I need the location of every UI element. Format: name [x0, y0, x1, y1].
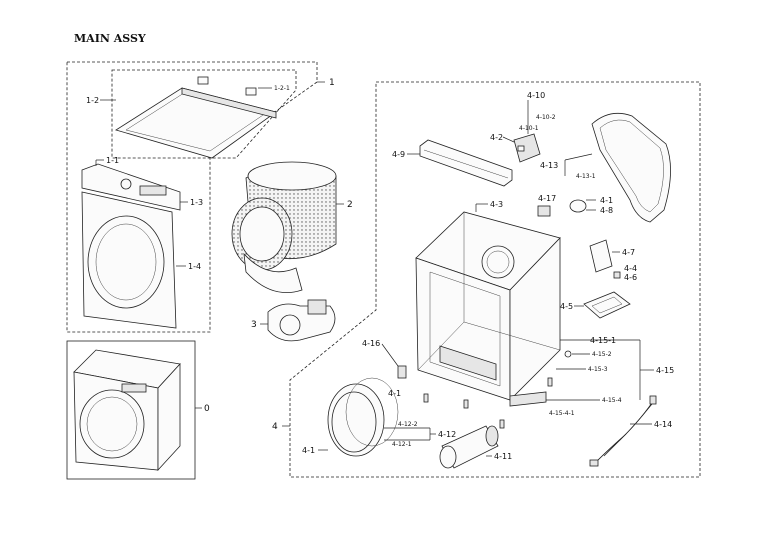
sensor-4-8-part [569, 199, 587, 213]
callout-1-2: 1-2 [86, 96, 99, 105]
callout-4-13: 4-13 [540, 161, 558, 170]
callout-4-3: 4-3 [490, 200, 503, 209]
door-ring-part [327, 377, 399, 457]
exhaust-pipe-part [439, 425, 499, 469]
callout-4-6: 4-6 [624, 273, 637, 282]
clip-4-16-part [397, 365, 407, 379]
callout-4-10: 4-10 [527, 91, 545, 100]
callout-4-12-1: 4-12-1 [392, 441, 412, 448]
duct-housing-part [591, 112, 671, 223]
callout-0: 0 [204, 404, 210, 414]
top-cover-part [115, 76, 277, 159]
callout-4-15: 4-15 [656, 366, 674, 375]
callout-1-1: 1-1 [106, 156, 119, 165]
screws-part [423, 377, 553, 429]
drum-part [231, 161, 337, 293]
control-panel-part [81, 163, 181, 211]
assembled-dryer-part [73, 349, 181, 472]
base-parts-4-15 [509, 350, 572, 407]
callout-4-12: 4-12 [438, 430, 456, 439]
callout-4-4: 4-4 [624, 264, 637, 273]
small-clip-4-17-part [537, 205, 551, 217]
callout-4-15-2: 4-15-2 [592, 351, 612, 358]
callout-4-10-1: 4-10-1 [519, 125, 539, 132]
callout-4-10-2: 4-10-2 [536, 114, 556, 121]
callout-4-1-top: 4-1 [600, 196, 613, 205]
callout-4-1-mid: 4-1 [388, 389, 401, 398]
callout-4-13-1: 4-13-1 [576, 173, 596, 180]
callout-4-15-3: 4-15-3 [588, 366, 608, 373]
callout-4-11: 4-11 [494, 452, 512, 461]
callout-4-5: 4-5 [560, 302, 573, 311]
callout-1: 1 [329, 78, 335, 88]
callout-4-12-2: 4-12-2 [398, 421, 418, 428]
wire-harness-part [589, 395, 657, 467]
group-4-outline [289, 81, 701, 478]
callout-3: 3 [251, 320, 257, 330]
clip-4-6-part [613, 271, 621, 279]
bracket-4-10-part [513, 133, 541, 163]
callout-1-4: 1-4 [188, 262, 201, 271]
callout-4-15-4: 4-15-4 [602, 397, 622, 404]
front-panel-part [81, 191, 177, 329]
callout-2: 2 [347, 200, 353, 210]
callout-4-2: 4-2 [490, 133, 503, 142]
bracket-4-7-part [589, 239, 613, 273]
callout-4-15-4-1: 4-15-4-1 [549, 410, 575, 417]
group-0-box [66, 340, 196, 480]
callout-4: 4 [272, 422, 278, 432]
callout-4-16: 4-16 [362, 339, 380, 348]
top-rail-part [419, 139, 513, 187]
page-title: MAIN ASSY [74, 32, 146, 45]
callout-4-9: 4-9 [392, 150, 405, 159]
callout-4-17: 4-17 [538, 194, 556, 203]
callout-4-1-bottom: 4-1 [302, 446, 315, 455]
cabinet-frame-part [415, 211, 561, 401]
callout-4-7: 4-7 [622, 248, 635, 257]
callout-1-3: 1-3 [190, 198, 203, 207]
callout-4-15-1: 4-15-1 [590, 336, 616, 345]
plate-4-5-part [583, 291, 631, 319]
callout-1-2-1: 1-2-1 [274, 85, 290, 92]
callout-4-8: 4-8 [600, 206, 613, 215]
callout-4-14: 4-14 [654, 420, 672, 429]
motor-fan-part [267, 299, 336, 342]
